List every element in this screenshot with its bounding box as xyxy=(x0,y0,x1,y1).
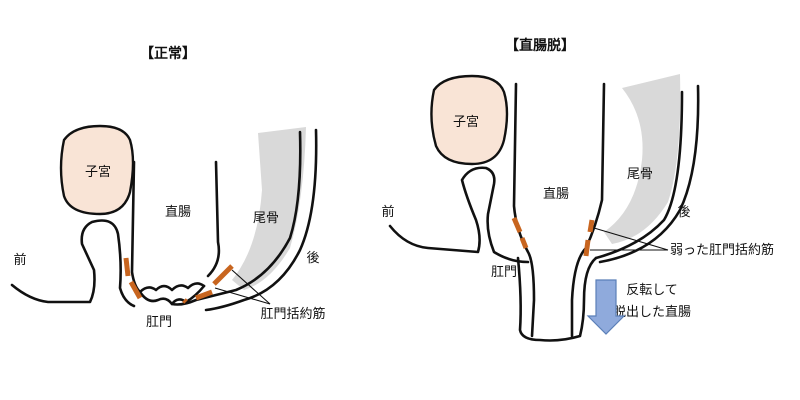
label-everted-line1: 反転して xyxy=(626,283,678,298)
label-everted-line2: 脱出した直腸 xyxy=(613,305,691,320)
front-wall xyxy=(10,219,136,308)
rectum-left-wall xyxy=(512,82,536,338)
front-wall xyxy=(388,166,530,264)
sphincter-muscle-dash xyxy=(583,239,591,257)
label-anus: 肛門 xyxy=(491,265,517,280)
label-uterus: 子宮 xyxy=(453,114,479,130)
sphincter-muscle-dash xyxy=(195,289,213,301)
label-coccyx: 尾骨 xyxy=(253,211,279,226)
panel-title-normal: 【正常】 xyxy=(140,45,196,62)
rectum-right-wall xyxy=(206,160,221,278)
label-sphincter: 肛門括約筋 xyxy=(260,306,325,322)
sphincter-muscle-dash xyxy=(123,257,131,277)
label-uterus: 子宮 xyxy=(85,164,111,180)
posterior-wall xyxy=(170,130,302,306)
sphincter-muscle-dash xyxy=(212,264,234,286)
coccyx-shadow xyxy=(604,74,681,244)
label-anus: 肛門 xyxy=(146,315,172,330)
label-front: 前 xyxy=(381,204,394,220)
panel-prolapse: 【直腸脱】 子宮 直腸 尾骨 前 後 肛門 弱った肛門括約筋 反転して 脱出した… xyxy=(381,37,774,342)
label-sphincter: 弱った肛門括約筋 xyxy=(670,242,774,258)
uterus xyxy=(430,74,509,166)
sphincter-muscle-dash xyxy=(519,237,529,249)
down-arrow-icon xyxy=(586,279,626,335)
uterus xyxy=(59,124,135,216)
everted-rectum xyxy=(516,256,598,342)
rectum-left-wall xyxy=(130,160,142,294)
label-rectum: 直腸 xyxy=(165,205,191,220)
sphincter-muscle-dash xyxy=(511,217,523,233)
posterior-wall xyxy=(594,90,684,260)
sphincter-muscle-dash xyxy=(587,219,595,233)
panel-normal: 【正常】 子宮 直腸 尾骨 前 後 肛門 肛門括約筋 xyxy=(10,45,326,330)
coccyx-shadow xyxy=(232,127,306,290)
pointer-line xyxy=(214,287,271,305)
outer-back-line xyxy=(204,128,318,312)
label-front: 前 xyxy=(13,252,26,268)
anal-canal xyxy=(138,282,206,294)
label-back: 後 xyxy=(677,205,690,220)
sphincter-muscle-dash xyxy=(128,280,143,300)
sphincter-muscle-dash xyxy=(182,298,188,304)
label-back: 後 xyxy=(306,251,319,266)
label-coccyx: 尾骨 xyxy=(627,167,653,182)
pointer-line xyxy=(231,269,271,305)
outer-back-line xyxy=(598,84,700,264)
label-rectum: 直腸 xyxy=(543,187,569,202)
panel-title-prolapse: 【直腸脱】 xyxy=(505,37,575,54)
pointer-line xyxy=(593,227,669,251)
